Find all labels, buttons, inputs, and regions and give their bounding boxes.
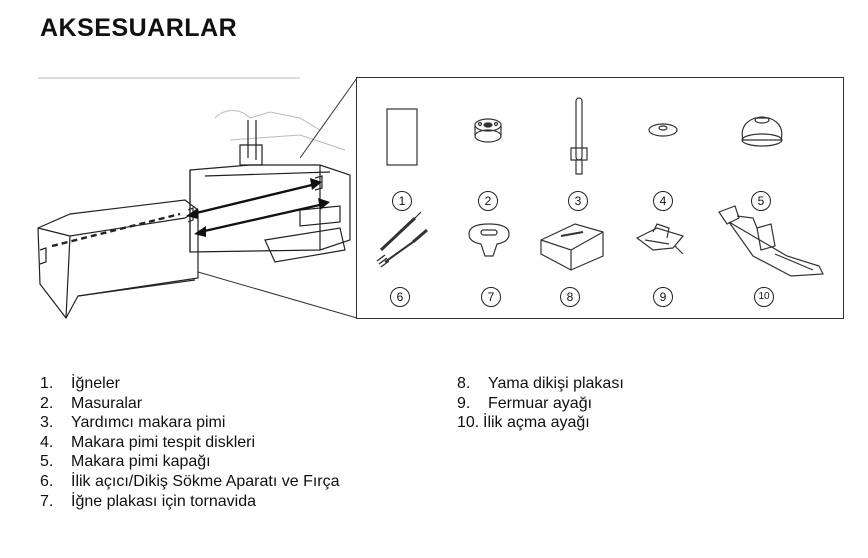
callout-9: 9 — [653, 287, 673, 307]
accessory-list-right: 8. Yama dikişi plakası 9. Fermuar ayağı 10… — [457, 374, 624, 433]
list-item: 8. Yama dikişi plakası — [457, 374, 624, 394]
callout-10: 10 — [754, 287, 774, 307]
list-text: İğne plakası için tornavida — [71, 492, 256, 510]
list-item: 7. İğne plakası için tornavida — [40, 492, 340, 512]
seam-ripper-icon — [376, 211, 428, 268]
list-number: 8. — [457, 375, 471, 392]
callout-3: 3 — [568, 191, 588, 211]
list-item: 2. Masuralar — [40, 394, 340, 414]
bobbin-icon — [474, 118, 502, 143]
list-number: 3. — [40, 414, 54, 432]
list-number: 2. — [40, 394, 54, 412]
zipper-foot-icon — [635, 223, 685, 255]
list-item: 9. Fermuar ayağı — [457, 394, 624, 414]
list-item: 1. İğneler — [40, 374, 340, 394]
callout-1: 1 — [392, 191, 412, 211]
spool-pin-icon — [570, 97, 588, 175]
accessory-drawings — [376, 97, 824, 277]
callout-2: 2 — [478, 191, 498, 211]
list-item: 10.İlik açma ayağı — [457, 413, 624, 433]
callout-4: 4 — [653, 191, 673, 211]
darning-plate-icon — [540, 223, 604, 271]
sewing-machine-illustration — [37, 77, 358, 320]
list-item: 6. İlik açıcı/Dikiş Sökme Aparatı ve Fırç… — [40, 472, 340, 492]
list-number: 9. — [457, 394, 471, 412]
list-text: Makara pimi tespit diskleri — [71, 433, 256, 451]
list-text: Yama dikişi plakası — [488, 375, 624, 392]
list-item: 5. Makara pimi kapağı — [40, 452, 340, 472]
list-text: Masuralar — [71, 394, 143, 412]
spool-felt-icon — [648, 123, 678, 137]
callout-5: 5 — [751, 191, 771, 211]
list-number: 4. — [40, 433, 54, 451]
page-title: AKSESUARLAR — [40, 14, 238, 42]
list-text: İlik açma ayağı — [483, 414, 590, 432]
list-text: Makara pimi kapağı — [71, 453, 211, 471]
list-text: Yardımcı makara pimi — [71, 414, 226, 432]
screwdriver-icon — [468, 223, 510, 257]
accessory-list-left: 1. İğneler 2. Masuralar 3. Yardımcı makara … — [40, 374, 340, 511]
list-text: İğneler — [71, 375, 120, 392]
list-number: 7. — [40, 492, 54, 510]
list-text: İlik açıcı/Dikiş Sökme Aparatı ve Fırça — [71, 472, 340, 490]
spool-cap-icon — [741, 116, 783, 147]
list-number: 5. — [40, 453, 54, 471]
list-number: 6. — [40, 472, 54, 490]
buttonhole-foot-icon — [718, 205, 824, 277]
list-item: 4. Makara pimi tespit diskleri — [40, 433, 340, 453]
needles-pack-icon — [386, 108, 418, 166]
list-item: 3. Yardımcı makara pimi — [40, 413, 340, 433]
accessories-panel: 1 2 3 4 5 6 7 8 9 10 — [356, 77, 844, 319]
list-text: Fermuar ayağı — [488, 394, 593, 412]
list-number: 1. — [40, 375, 54, 392]
list-number: 10. — [457, 414, 480, 432]
callout-6: 6 — [390, 287, 410, 307]
callout-8: 8 — [560, 287, 580, 307]
callout-7: 7 — [481, 287, 501, 307]
